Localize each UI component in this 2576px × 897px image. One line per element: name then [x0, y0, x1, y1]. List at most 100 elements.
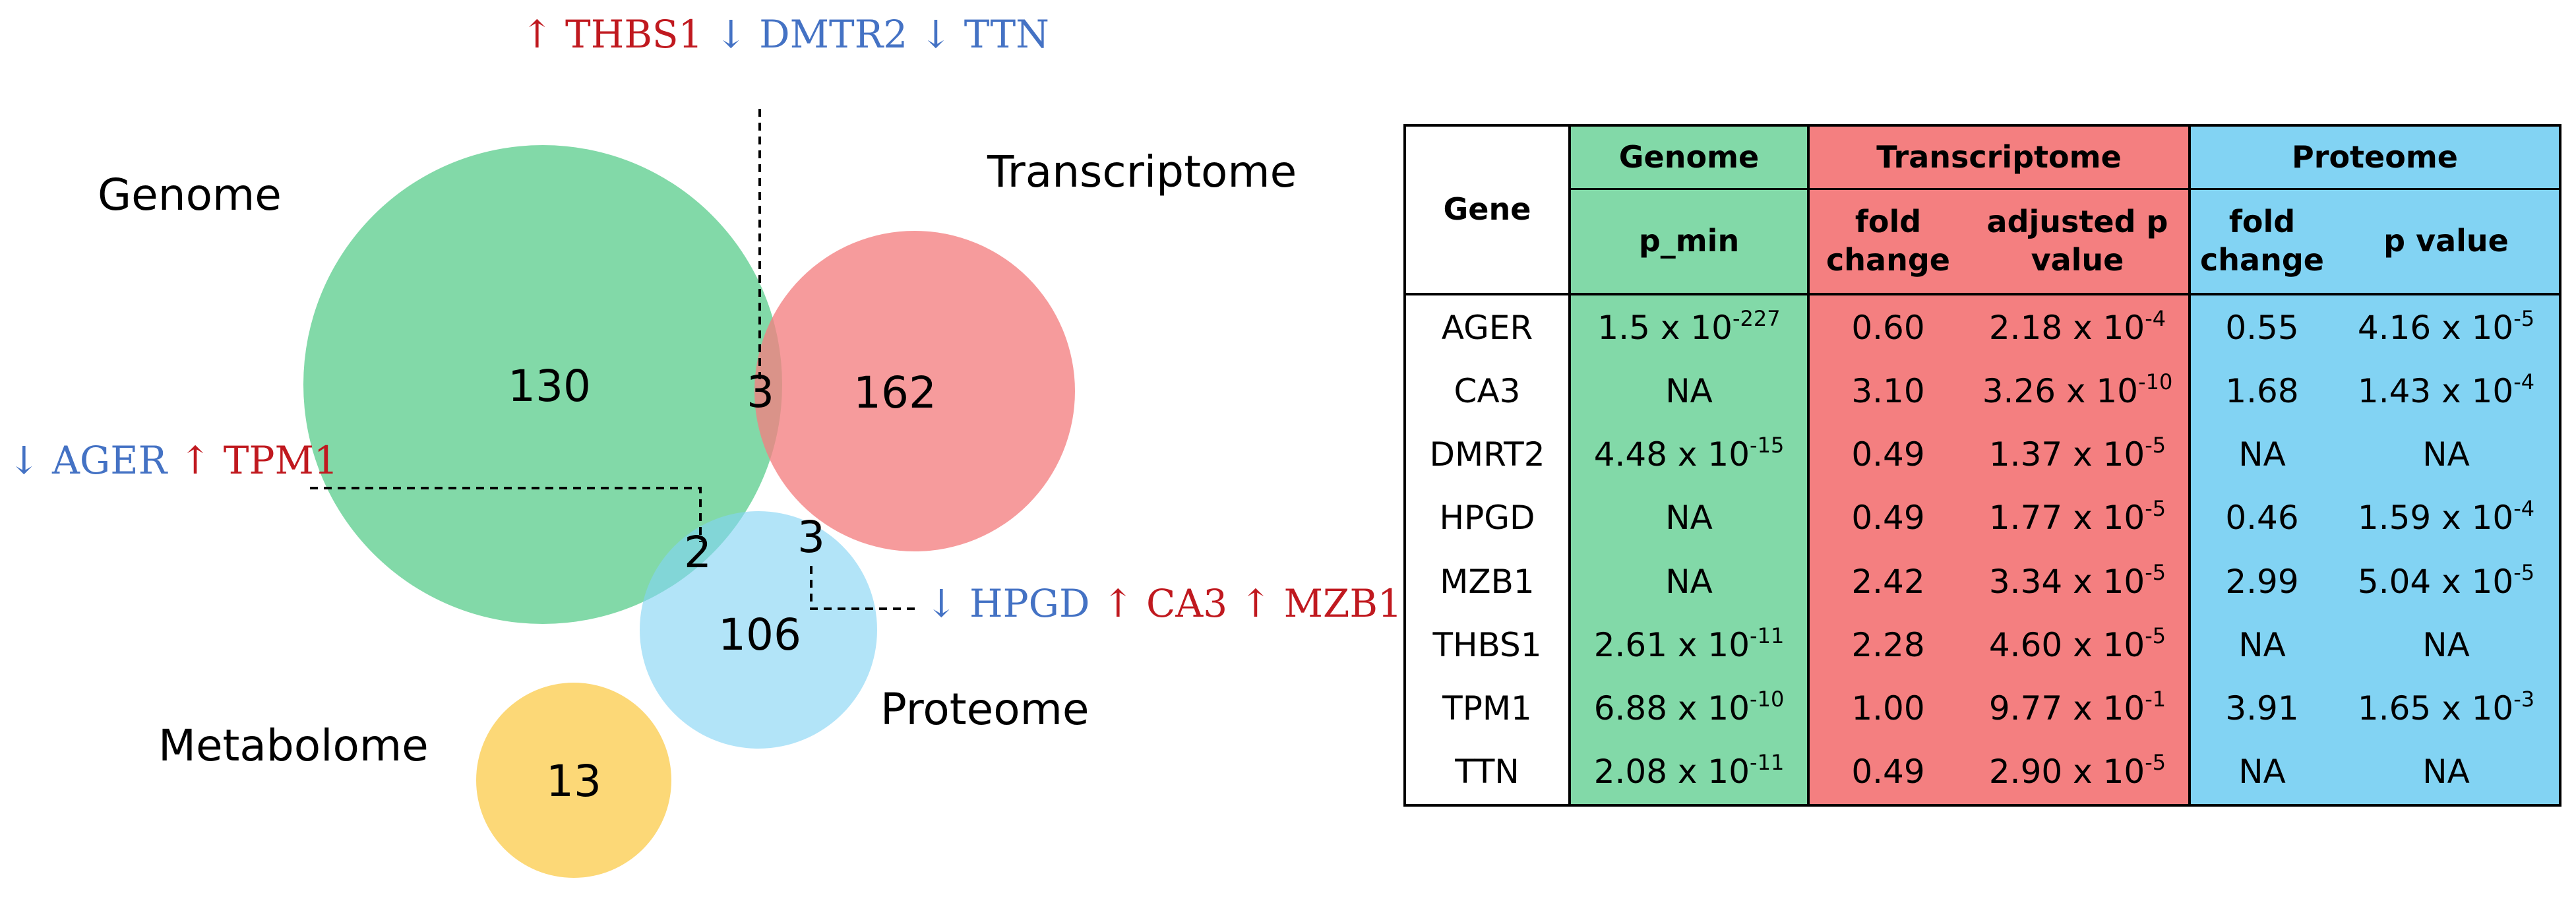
- value-mantissa: 1.77 x 10: [1988, 499, 2145, 538]
- value-mantissa: 4.60 x 10: [1988, 625, 2145, 664]
- value-exponent: -4: [2145, 305, 2166, 331]
- value-mantissa: NA: [2422, 435, 2470, 474]
- value-mantissa: 2.08 x 10: [1593, 753, 1750, 791]
- transcriptome-fold-change-cell: 0.49: [1808, 423, 1967, 487]
- p-min-cell: 4.48 x 10-15: [1568, 423, 1810, 487]
- annotation-transcriptome-proteome: ↓ HPGD ↑ CA3 ↑ MZB1: [925, 581, 1398, 626]
- transcriptome-fold-change-cell: 0.49: [1808, 486, 1967, 550]
- proteome-label: Proteome: [880, 684, 1089, 735]
- adjusted-p-value-cell: 3.34 x 10-5: [1967, 549, 2191, 613]
- gene-cell: DMRT2: [1403, 423, 1570, 487]
- value-mantissa: 2.90 x 10: [1988, 753, 2145, 791]
- value-mantissa: 1.37 x 10: [1988, 435, 2145, 474]
- venn-diagram: Genome Transcriptome Proteome Metabolome…: [8, 12, 1398, 878]
- proteome-fold-change-cell: 1.68: [2190, 359, 2333, 423]
- gene-column-header: Gene: [1403, 124, 1570, 294]
- gene-label: TPM1: [224, 438, 338, 483]
- proteome-circle: [640, 511, 877, 749]
- proteome-group-header: Proteome: [2190, 124, 2562, 190]
- gene-cell: THBS1: [1403, 613, 1570, 677]
- adjusted-p-value-cell: 1.77 x 10-5: [1967, 486, 2191, 550]
- proteome-fold-change-cell: NA: [2190, 613, 2333, 677]
- value-mantissa: 1.5 x 10: [1597, 308, 1733, 347]
- proteome-fold-change-cell: NA: [2190, 739, 2333, 807]
- value-mantissa: 1.59 x 10: [2357, 499, 2514, 538]
- value-exponent: -1: [2145, 686, 2166, 712]
- gene-cell: AGER: [1403, 292, 1570, 360]
- value-mantissa: 2.18 x 10: [1988, 308, 2145, 347]
- metabolome-label: Metabolome: [158, 720, 429, 771]
- adjusted-p-value-header: adjusted p value: [1967, 189, 2191, 294]
- transcriptome-count: 162: [853, 367, 936, 418]
- value-mantissa: 1.65 x 10: [2357, 689, 2514, 727]
- gene-cell: TTN: [1403, 739, 1570, 807]
- value-exponent: -4: [2513, 496, 2535, 522]
- proteome-fold-change-cell: 0.46: [2190, 486, 2333, 550]
- p-min-cell: NA: [1568, 486, 1810, 550]
- value-mantissa: NA: [2422, 753, 2470, 791]
- value-mantissa: 3.34 x 10: [1988, 562, 2145, 601]
- adjusted-p-value-cell: 2.90 x 10-5: [1967, 739, 2191, 807]
- transcriptome-label: Transcriptome: [987, 146, 1297, 197]
- p-value-cell: NA: [2333, 423, 2562, 487]
- gene-table-container: Gene Genome Transcriptome Proteome p_min…: [1403, 124, 2562, 807]
- value-mantissa: 9.77 x 10: [1988, 689, 2145, 727]
- metabolome-circle: [476, 683, 671, 878]
- genome-count: 130: [508, 361, 591, 412]
- p-value-cell: 5.04 x 10-5: [2333, 549, 2562, 613]
- p-value-cell: 1.59 x 10-4: [2333, 486, 2562, 550]
- value-mantissa: 3.26 x 10: [1982, 372, 2139, 411]
- value-exponent: -15: [1750, 433, 1785, 458]
- column-header-row: p_min fold change adjusted p value fold …: [1405, 189, 2562, 294]
- value-exponent: -4: [2513, 369, 2535, 395]
- metabolome-count: 13: [546, 756, 601, 807]
- gene-label: THBS1: [565, 12, 715, 57]
- arrow-up: ↑: [521, 12, 565, 57]
- genome-circle: [303, 145, 782, 624]
- adjusted-p-value-cell: 9.77 x 10-1: [1967, 676, 2191, 740]
- p-value-cell: NA: [2333, 613, 2562, 677]
- p-value-cell: 4.16 x 10-5: [2333, 292, 2562, 360]
- adjusted-p-value-cell: 2.18 x 10-4: [1967, 292, 2191, 360]
- value-mantissa: 2.61 x 10: [1593, 625, 1750, 664]
- genome-proteome-count: 2: [684, 527, 712, 578]
- group-header-row: Gene Genome Transcriptome Proteome: [1403, 124, 2562, 294]
- transcriptome-circle: [754, 231, 1075, 551]
- value-exponent: -5: [2513, 559, 2535, 585]
- transcriptome-proteome-count: 3: [797, 512, 825, 563]
- value-exponent: -5: [2145, 433, 2166, 458]
- gene-cell: HPGD: [1403, 486, 1570, 550]
- arrow-down: ↓: [925, 581, 969, 626]
- value-exponent: -5: [2513, 305, 2535, 331]
- transcriptome-fold-change-cell: 2.42: [1808, 549, 1967, 613]
- value-exponent: -10: [1750, 686, 1785, 712]
- p-min-cell: 2.08 x 10-11: [1568, 739, 1810, 807]
- value-mantissa: NA: [1665, 562, 1713, 601]
- arrow-down: ↓: [715, 12, 759, 57]
- p-value-cell: 1.65 x 10-3: [2333, 676, 2562, 740]
- genome-label: Genome: [98, 170, 282, 220]
- gene-label: DMTR2: [759, 12, 920, 57]
- proteome-fold-change-cell: NA: [2190, 423, 2333, 487]
- transcriptome-fold-change-cell: 1.00: [1808, 676, 1967, 740]
- value-exponent: -5: [2145, 623, 2166, 648]
- value-exponent: -11: [1750, 750, 1785, 776]
- arrow-up: ↑: [1240, 581, 1284, 626]
- p-min-cell: NA: [1568, 359, 1810, 423]
- proteome-fold-change-cell: 2.99: [2190, 549, 2333, 613]
- value-mantissa: NA: [2422, 625, 2470, 664]
- gene-label: AGER: [51, 438, 179, 483]
- transcriptome-fold-change-cell: 2.28: [1808, 613, 1967, 677]
- transcriptome-fold-change-cell: 0.49: [1808, 739, 1967, 807]
- value-mantissa: 5.04 x 10: [2357, 562, 2514, 601]
- value-mantissa: 6.88 x 10: [1593, 689, 1750, 727]
- genome-group-header: Genome: [1568, 124, 1810, 190]
- transcriptome-fold-change-header: fold change: [1808, 189, 1967, 294]
- gene-label: MZB1: [1284, 581, 1398, 626]
- arrow-down: ↓: [8, 438, 52, 483]
- leader-transcriptome-proteome: [810, 566, 919, 610]
